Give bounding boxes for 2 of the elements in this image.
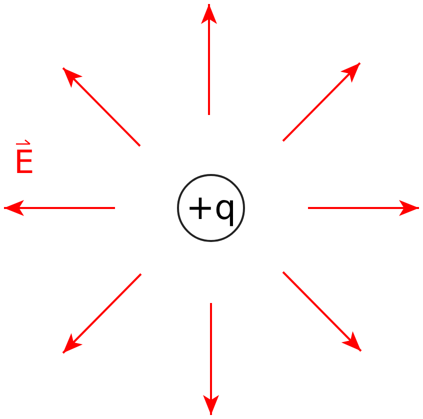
charge-circle: +q [177,174,245,242]
field-label: E [14,146,34,178]
